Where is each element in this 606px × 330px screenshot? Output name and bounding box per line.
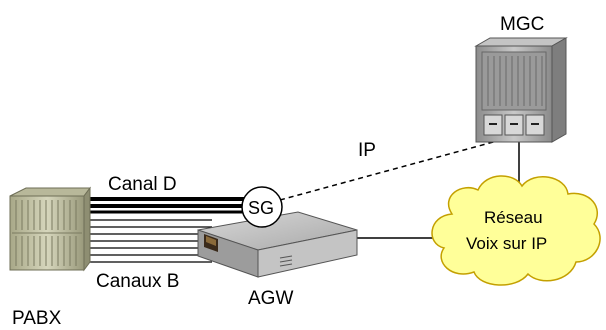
cloud-label-line2: Voix sur IP [466,234,547,253]
canal-d-lines [84,197,244,214]
mgc-label: MGC [500,14,544,35]
cloud-shape [431,175,601,286]
pabx-icon [9,186,91,272]
canaux-b-label: Canaux B [96,271,179,292]
pabx-label: PABX [12,308,62,329]
ip-label: IP [358,140,376,161]
canal-d-label: Canal D [108,174,177,195]
sg-node [241,186,283,228]
sg-label: SG [248,198,274,218]
agw-icon [197,211,358,278]
agw-label: AGW [248,288,293,309]
ip-signalling-link [279,137,509,201]
canaux-b-lines [84,219,212,263]
cloud-label-line1: Réseau [484,208,543,227]
mgc-icon [474,37,568,143]
